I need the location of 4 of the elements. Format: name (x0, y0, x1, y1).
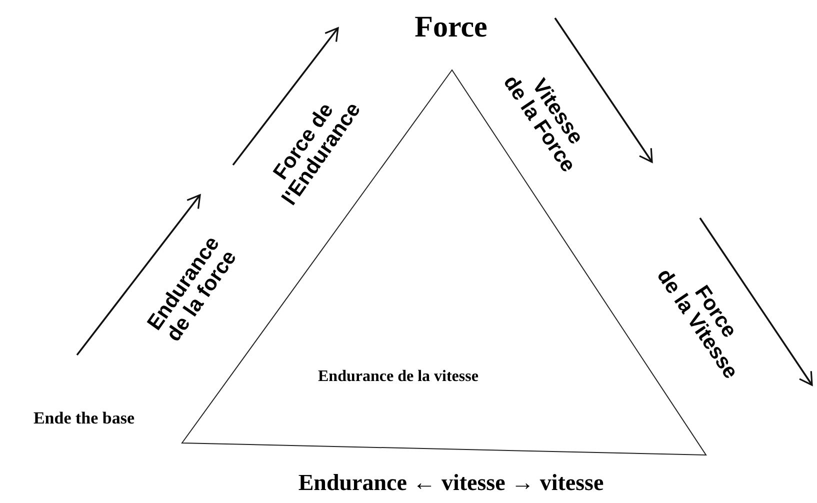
text-label: Endurance ← vitesse → vitesse (298, 468, 604, 497)
vertex-label: Force (414, 10, 488, 46)
node-text: Endurance de la vitesse (318, 367, 478, 387)
text-label: Ende the base (33, 407, 135, 430)
